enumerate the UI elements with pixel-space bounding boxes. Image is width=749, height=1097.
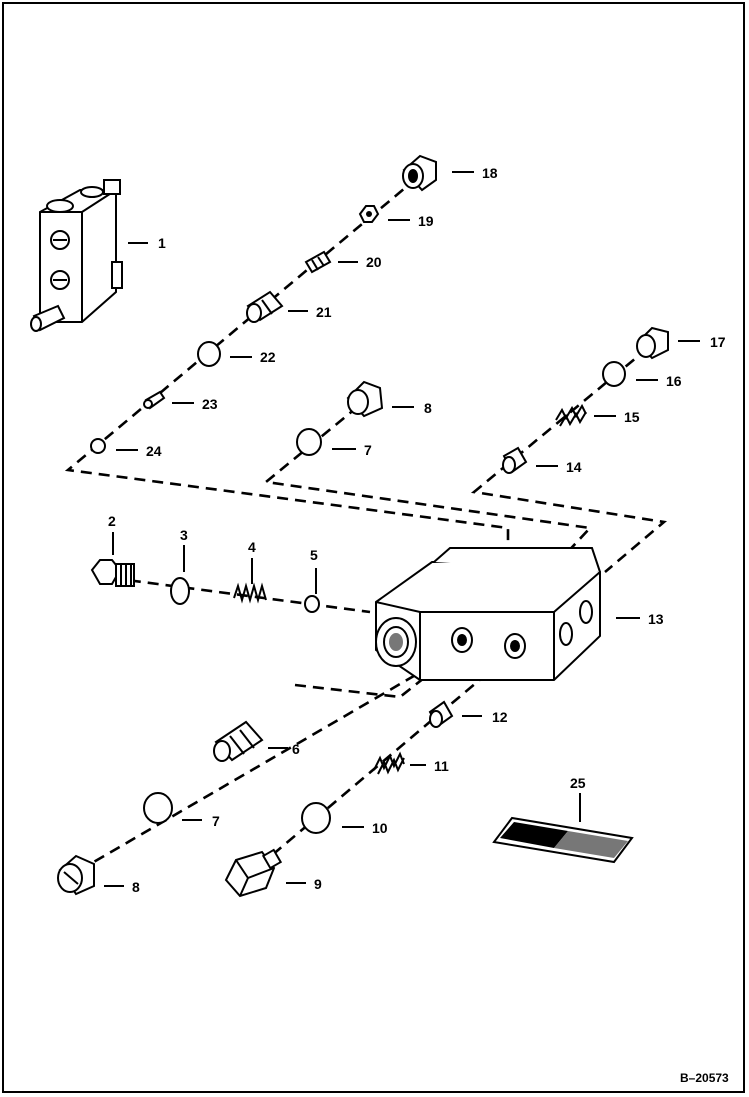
callout-5: 5	[310, 547, 318, 563]
callout-19: 19	[418, 213, 434, 229]
part-18-cap	[402, 154, 474, 192]
part-25-decal	[492, 793, 634, 864]
callout-7-upper: 7	[364, 442, 372, 458]
callout-22: 22	[260, 349, 276, 365]
part-5-poppet	[304, 568, 320, 613]
part-3-o-ring	[170, 545, 190, 605]
callout-2: 2	[108, 513, 116, 529]
part-15-spring	[555, 403, 616, 427]
part-2-hex-plug	[90, 532, 135, 587]
callout-23: 23	[202, 396, 218, 412]
callout-9: 9	[314, 876, 322, 892]
callout-10: 10	[372, 820, 388, 836]
callout-25: 25	[570, 775, 586, 791]
part-23-pin	[143, 390, 194, 410]
callout-6: 6	[292, 741, 300, 757]
part-8-plug-upper	[346, 380, 414, 418]
part-6-spool	[213, 720, 288, 762]
part-9-hex-plug	[224, 848, 306, 898]
callout-7-lower: 7	[212, 813, 220, 829]
callout-20: 20	[366, 254, 382, 270]
callout-8-upper: 8	[424, 400, 432, 416]
callout-3: 3	[180, 527, 188, 543]
callout-16: 16	[666, 373, 682, 389]
callout-18: 18	[482, 165, 498, 181]
part-7-o-ring-lower	[143, 792, 202, 824]
part-13-valve-body	[375, 547, 640, 681]
part-24-small-o-ring	[90, 438, 138, 454]
part-10-o-ring	[301, 802, 364, 834]
callout-8-lower: 8	[132, 879, 140, 895]
part-1-valve-assembly	[30, 179, 148, 332]
callout-17: 17	[710, 334, 726, 350]
part-8-plug-lower	[57, 854, 124, 896]
part-14-poppet	[502, 446, 558, 474]
callout-24: 24	[146, 443, 162, 459]
part-21-poppet	[246, 290, 308, 323]
callout-14: 14	[566, 459, 582, 475]
part-19-nut	[358, 205, 410, 223]
callout-11: 11	[434, 758, 449, 774]
callout-1: 1	[158, 235, 166, 251]
part-20-set-screw	[304, 250, 358, 274]
assembly-paths	[64, 177, 668, 879]
part-12-poppet	[428, 700, 482, 728]
part-4-spring	[233, 558, 267, 604]
callout-15: 15	[624, 409, 640, 425]
callout-13: 13	[648, 611, 664, 627]
part-11-spring	[373, 751, 426, 775]
callout-4: 4	[248, 539, 256, 555]
part-22-o-ring	[197, 341, 252, 367]
part-7-o-ring-upper	[296, 428, 356, 456]
part-17-plug	[636, 326, 700, 360]
figure-id: B–20573	[680, 1071, 729, 1085]
part-16-o-ring	[602, 361, 658, 387]
callout-21: 21	[316, 304, 332, 320]
callout-12: 12	[492, 709, 508, 725]
